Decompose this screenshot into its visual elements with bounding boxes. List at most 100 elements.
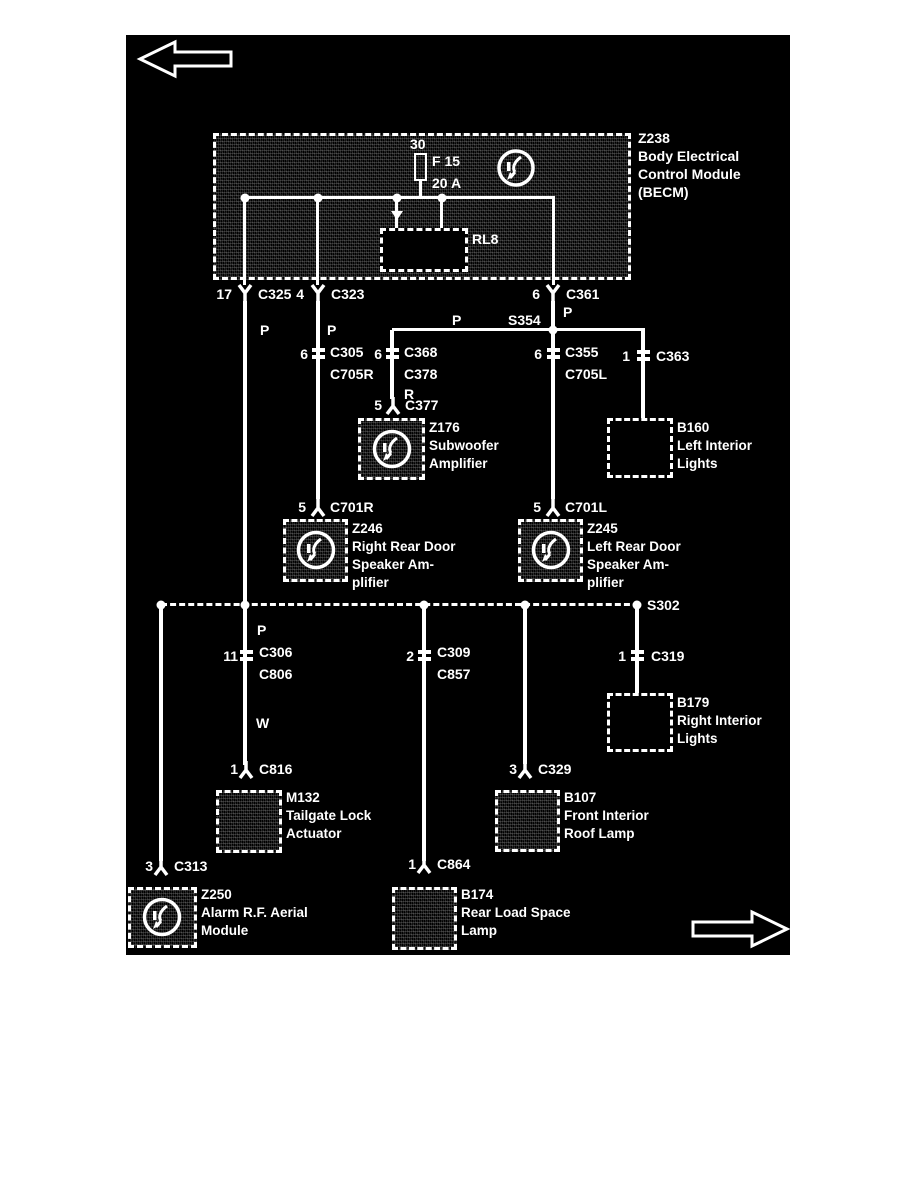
becm-wire-c325 xyxy=(243,196,246,285)
diode-icon xyxy=(391,211,403,220)
c816-pin: 1 xyxy=(230,761,238,777)
splice-s354-dot xyxy=(548,325,558,335)
tailgate-lock-actuator-box xyxy=(216,790,282,853)
rear-load-space-lamp-box xyxy=(392,887,457,950)
c305-pin: 6 xyxy=(300,346,308,362)
c329-pin: 3 xyxy=(509,761,517,777)
connector-fork-icon xyxy=(517,761,533,780)
splice-s302-rail xyxy=(161,603,639,606)
fuse-pin-label: 30 xyxy=(410,136,426,152)
wire-s354-branch xyxy=(392,328,645,331)
c368-pin: 6 xyxy=(374,346,382,362)
c864-name: C864 xyxy=(437,856,471,872)
speaker-icon xyxy=(296,530,336,570)
wire-rooflamp-run xyxy=(523,605,527,764)
c309-pin: 2 xyxy=(406,648,414,664)
wire-color-p: P xyxy=(563,304,573,320)
c313-pin: 3 xyxy=(145,858,153,874)
c319-pin: 1 xyxy=(618,648,626,664)
c355-pin: 6 xyxy=(534,346,542,362)
connector-y-icon xyxy=(545,283,561,302)
right-rear-door-amp-box xyxy=(283,519,348,582)
c355-name2: C705L xyxy=(565,366,608,382)
speaker-icon xyxy=(372,429,412,469)
c363-name: C363 xyxy=(656,348,690,364)
junction-dot xyxy=(437,193,447,203)
splice-s354-label: S354 xyxy=(508,312,541,328)
inline-connector-icon xyxy=(418,650,431,661)
becm-relay-feed2 xyxy=(440,196,443,228)
c361-pin: 6 xyxy=(532,286,540,302)
c323-name: C323 xyxy=(331,286,365,302)
arrow-left-icon[interactable] xyxy=(136,39,233,79)
fuse-icon xyxy=(414,153,427,181)
inline-connector-icon xyxy=(386,348,399,359)
inline-connector-icon xyxy=(547,348,560,359)
fuse-rating-label: 20 A xyxy=(432,175,462,191)
fuse-lead xyxy=(419,181,422,198)
wire-color-p: P xyxy=(327,322,337,338)
connector-fork-icon xyxy=(238,761,254,780)
c363-pin: 1 xyxy=(622,348,630,364)
c368-name2: C378 xyxy=(404,366,438,382)
wire-aerial-run xyxy=(159,605,163,861)
wire-rightlights-run xyxy=(635,605,639,693)
c305-name2: C705R xyxy=(330,366,374,382)
c701r-name: C701R xyxy=(330,499,374,515)
junction-dot xyxy=(392,193,402,203)
c368-name: C368 xyxy=(404,344,438,360)
c701l-name: C701L xyxy=(565,499,608,515)
fuse-name-label: F 15 xyxy=(432,153,461,169)
splice-s302-label: S302 xyxy=(647,597,680,613)
becm-wire-c361 xyxy=(552,196,555,285)
wire-color-w: W xyxy=(256,715,270,731)
connector-fork-icon xyxy=(310,499,326,518)
c368-name3: R xyxy=(404,386,415,402)
c323-pin: 4 xyxy=(296,286,304,302)
connector-fork-icon xyxy=(545,499,561,518)
connector-y-icon xyxy=(310,283,326,302)
c701l-pin: 5 xyxy=(533,499,541,515)
c305-name: C305 xyxy=(330,344,364,360)
c329-name: C329 xyxy=(538,761,572,777)
junction-dot xyxy=(313,193,323,203)
c309-name2: C857 xyxy=(437,666,471,682)
becm-wire-c323 xyxy=(316,196,319,285)
inline-connector-icon xyxy=(312,348,325,359)
arrow-right-icon[interactable] xyxy=(690,908,790,949)
wire-c323-run xyxy=(316,301,320,499)
c701r-pin: 5 xyxy=(298,499,306,515)
splice-dot xyxy=(240,600,250,610)
left-interior-lights-box xyxy=(607,418,673,478)
becm-module-box xyxy=(213,133,631,280)
wire-subwoofer-run xyxy=(390,330,394,399)
relay-label: RL8 xyxy=(472,231,499,247)
right-interior-lights-box xyxy=(607,693,673,752)
wire-c361-run xyxy=(551,301,555,499)
speaker-icon xyxy=(142,897,182,937)
c306-pin: 11 xyxy=(223,648,238,664)
c309-name: C309 xyxy=(437,644,471,660)
connector-fork-icon xyxy=(153,858,169,877)
c306-name2: C806 xyxy=(259,666,293,682)
c355-name: C355 xyxy=(565,344,599,360)
c325-pin: 17 xyxy=(216,286,232,302)
connector-fork-icon xyxy=(416,856,432,875)
inline-connector-icon xyxy=(631,650,644,661)
connector-y-icon xyxy=(237,283,253,302)
c377-name: C377 xyxy=(405,397,439,413)
wire-c325-run xyxy=(243,301,247,765)
wire-color-p: P xyxy=(260,322,270,338)
c325-name: C325 xyxy=(258,286,292,302)
c816-name: C816 xyxy=(259,761,293,777)
